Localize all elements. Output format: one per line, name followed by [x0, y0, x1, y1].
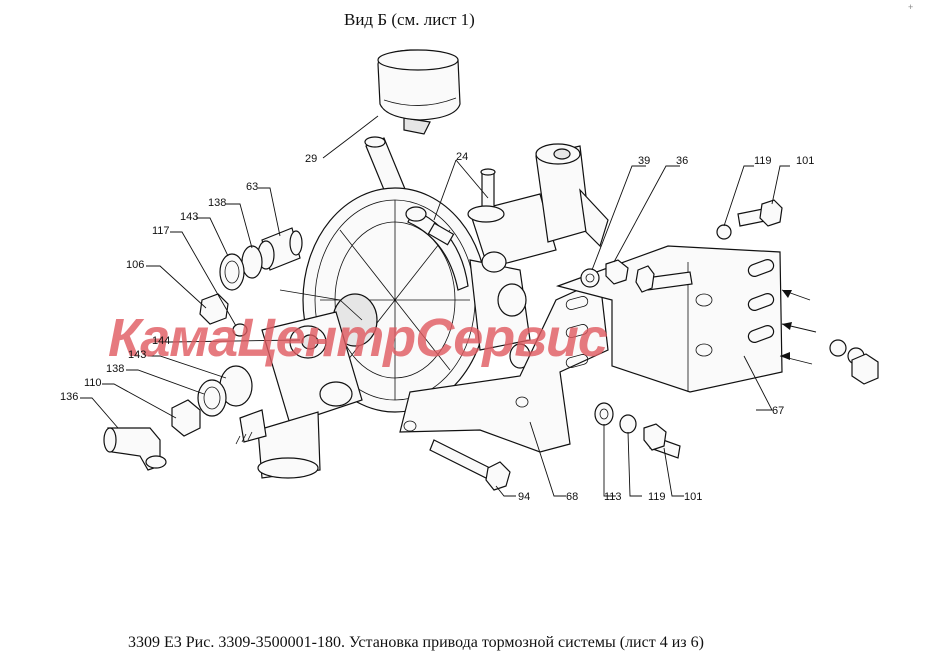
callout-119-lower: 119 — [648, 491, 666, 503]
callout-113: 113 — [604, 491, 622, 503]
part-63-fitting — [257, 227, 303, 271]
callout-110: 110 — [84, 377, 102, 389]
view-title: Вид Б (см. лист 1) — [344, 10, 475, 29]
callout-143-lower: 143 — [128, 349, 146, 361]
part-68-bracket — [399, 279, 609, 453]
washer-119-upper — [716, 224, 732, 240]
callout-117: 117 — [152, 225, 170, 237]
callout-143-upper: 143 — [180, 211, 198, 223]
callout-68: 68 — [566, 491, 578, 503]
washer-117 — [232, 323, 248, 337]
callout-119-upper: 119 — [754, 155, 772, 167]
part-36-nut — [605, 259, 629, 285]
bolt-94 — [429, 439, 511, 491]
callout-101-upper: 101 — [796, 155, 814, 167]
callout-29: 29 — [305, 153, 317, 165]
washers-upper — [219, 245, 263, 291]
callout-63: 63 — [246, 181, 258, 193]
bolt-upper-middle — [635, 265, 693, 293]
callout-24: 24 — [456, 151, 468, 163]
washers-right — [829, 339, 879, 385]
leader-lines — [80, 115, 790, 497]
callout-144: 144 — [152, 335, 170, 347]
figure-caption: 3309 Е3 Рис. 3309-3500001-180. Установка… — [128, 634, 704, 651]
callout-136: 136 — [60, 391, 78, 403]
washer-113 — [594, 402, 614, 426]
callout-138-upper: 138 — [208, 197, 226, 209]
callout-67: 67 — [772, 405, 784, 417]
bolt-101-lower — [643, 423, 681, 459]
washer-119-lower — [619, 414, 637, 434]
callout-138-lower: 138 — [106, 363, 124, 375]
part-39-lockwasher — [580, 268, 600, 288]
corner-mark: + — [908, 2, 914, 12]
watermark: КамаЦентрСервис — [108, 308, 608, 368]
callout-101-lower: 101 — [684, 491, 702, 503]
callout-106: 106 — [126, 259, 144, 271]
callout-39: 39 — [638, 155, 650, 167]
part-24-clamp — [405, 206, 469, 291]
fittings-lower — [103, 365, 253, 471]
bolt-101-upper — [737, 199, 783, 227]
callout-36: 36 — [676, 155, 688, 167]
part-29-filter-cap — [377, 49, 461, 135]
callout-94: 94 — [518, 491, 530, 503]
master-cylinder — [467, 143, 609, 273]
